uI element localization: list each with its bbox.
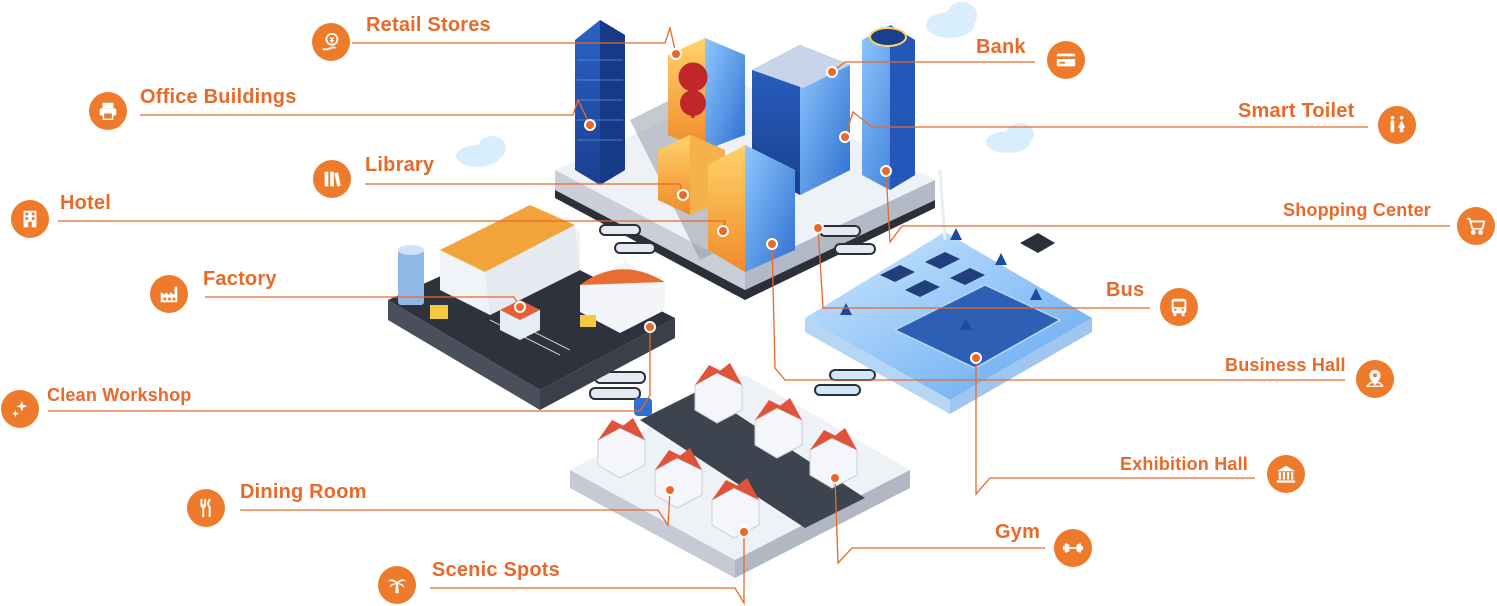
label-scenic-spots: Scenic Spots xyxy=(432,559,560,581)
bank-tower xyxy=(752,45,850,195)
dumbbell-icon xyxy=(1054,529,1092,567)
factory-block xyxy=(388,205,675,410)
yen-hand-icon xyxy=(312,23,350,61)
leader-dot-exhibition-hall xyxy=(970,352,982,364)
leader-hotel xyxy=(58,220,726,232)
park-block xyxy=(805,169,1092,414)
leader-business-hall xyxy=(771,243,1345,381)
leader-bank xyxy=(831,61,1035,73)
leader-dot-factory xyxy=(514,301,526,313)
leader-clean-workshop xyxy=(48,327,651,412)
label-bank: Bank xyxy=(976,36,1026,58)
bus-icon xyxy=(1160,288,1198,326)
shopping-tower xyxy=(862,25,915,190)
palm-tree-icon xyxy=(378,566,416,604)
leader-dot-bus xyxy=(812,222,824,234)
leader-dot-hotel xyxy=(717,225,729,237)
leader-dot-gym xyxy=(829,472,841,484)
leader-dot-dining-room xyxy=(664,484,676,496)
leader-retail-stores xyxy=(352,25,677,55)
leader-shopping-center xyxy=(885,170,1450,244)
cart-icon xyxy=(1457,207,1495,245)
leader-bus xyxy=(817,227,1150,309)
museum-icon xyxy=(1267,455,1305,493)
leader-dot-clean-workshop xyxy=(644,321,656,333)
label-retail-stores: Retail Stores xyxy=(366,14,491,36)
residential-block xyxy=(570,363,910,578)
leader-office-buildings xyxy=(140,98,591,126)
leader-dot-scenic-spots xyxy=(738,526,750,538)
map-pin-icon xyxy=(1356,360,1394,398)
leader-dining-room xyxy=(240,489,671,527)
label-factory: Factory xyxy=(203,268,277,290)
label-smart-toilet: Smart Toilet xyxy=(1238,100,1355,122)
label-shopping-center: Shopping Center xyxy=(1283,200,1431,220)
label-exhibition-hall: Exhibition Hall xyxy=(1120,454,1249,474)
office-tower xyxy=(575,20,625,185)
cloud xyxy=(456,2,1034,167)
leader-factory xyxy=(205,296,521,308)
leader-gym xyxy=(834,477,1045,565)
card-icon xyxy=(1047,41,1085,79)
label-business-hall: Business Hall xyxy=(1225,355,1346,375)
label-office-buildings: Office Buildings xyxy=(140,86,297,108)
label-hotel: Hotel xyxy=(60,192,111,214)
leader-smart-toilet xyxy=(844,110,1368,138)
label-dining-room: Dining Room xyxy=(240,481,367,503)
leader-dot-business-hall xyxy=(766,238,778,250)
label-gym: Gym xyxy=(995,521,1041,543)
leader-dot-office-buildings xyxy=(584,119,596,131)
label-clean-workshop: Clean Workshop xyxy=(47,385,192,405)
leader-scenic-spots xyxy=(430,532,745,606)
leader-dot-shopping-center xyxy=(880,165,892,177)
printer-icon xyxy=(89,92,127,130)
factory-icon xyxy=(150,275,188,313)
fork-knife-icon xyxy=(187,489,225,527)
leader-dot-smart-toilet xyxy=(839,131,851,143)
books-icon xyxy=(313,160,351,198)
leader-dot-library xyxy=(677,189,689,201)
wifi-pin-icon xyxy=(678,62,708,118)
building-icon xyxy=(11,200,49,238)
sparkle-icon xyxy=(1,390,39,428)
leader-dot-bank xyxy=(826,66,838,78)
restroom-icon xyxy=(1378,106,1416,144)
leader-dot-retail-stores xyxy=(670,48,682,60)
leader-exhibition-hall xyxy=(975,358,1255,496)
label-library: Library xyxy=(365,154,435,176)
label-bus: Bus xyxy=(1106,279,1145,301)
leader-library xyxy=(365,183,684,196)
